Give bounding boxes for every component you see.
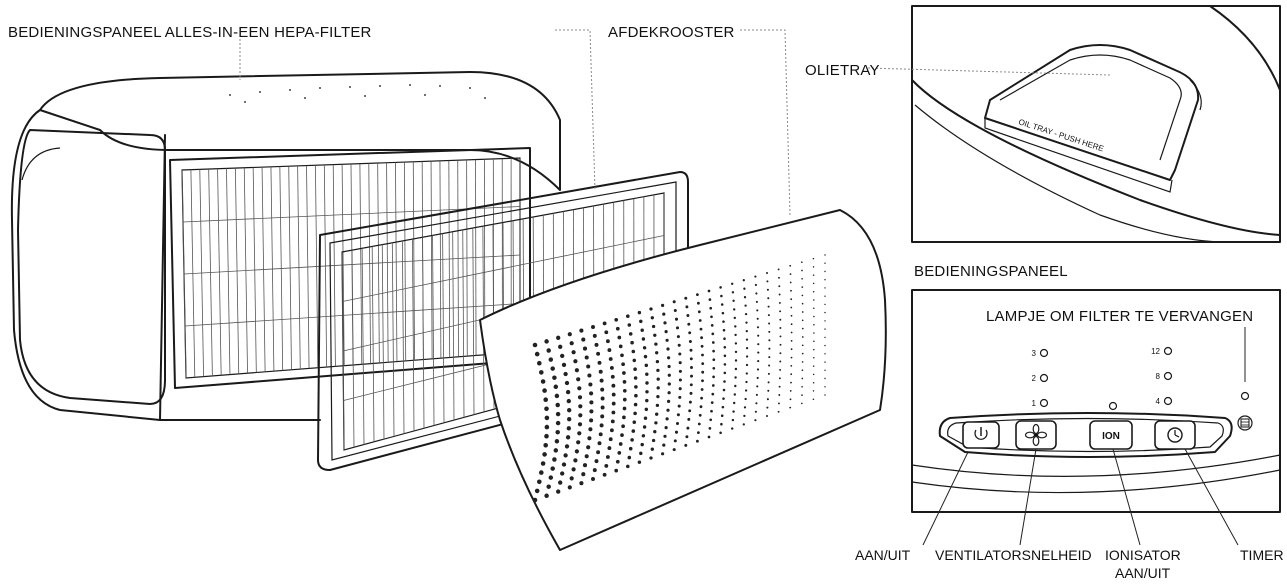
timer-level-label: 4 [1156, 397, 1161, 406]
control-panel-inset: LAMPJE OM FILTER TE VERVANGEN 3 2 1 12 8 4 [911, 289, 1281, 546]
label-timer: TIMER [1240, 547, 1284, 563]
power-icon [974, 427, 988, 440]
leader-grille-a [555, 29, 596, 191]
hepa-filter [169, 147, 531, 389]
speed-level-label: 3 [1032, 349, 1037, 358]
ion-button[interactable]: ION [1089, 420, 1133, 450]
timer-indicator-led [1163, 396, 1173, 406]
label-filter-light: LAMPJE OM FILTER TE VERVANGEN [986, 308, 1253, 325]
label-ionizer-1: IONISATOR [1105, 547, 1181, 563]
label-on-off: AAN/UIT [855, 547, 911, 563]
cover-grille [479, 209, 887, 551]
speed-indicator-led [1039, 348, 1049, 358]
label-ionizer-2: AAN/UIT [1115, 565, 1171, 581]
speed-indicator-led [1039, 373, 1049, 383]
fan-icon [1024, 423, 1048, 447]
timer-level-label: 12 [1151, 347, 1160, 356]
label-oil-tray: OLIETRAY [805, 62, 880, 79]
button-strip [938, 412, 1233, 458]
label-control-panel: BEDIENINGSPANEEL [914, 263, 1068, 280]
timer-level-label: 8 [1156, 372, 1161, 381]
purifier-housing [10, 71, 561, 421]
ion-indicator-led [1108, 401, 1118, 411]
ion-button-label: ION [1102, 431, 1120, 442]
label-control-panel-hepa: BEDIENINGSPANEEL ALLES-IN-EEN HEPA-FILTE… [8, 24, 372, 41]
filter-indicator-led [1240, 391, 1250, 401]
timer-indicator-led [1163, 371, 1173, 381]
speed-level-label: 2 [1032, 374, 1037, 383]
speed-level-label: 1 [1032, 399, 1037, 408]
speed-indicator-led [1039, 398, 1049, 408]
timer-indicator-led [1163, 346, 1173, 356]
filter-icon [1237, 415, 1253, 431]
leader-grille-b [740, 29, 791, 216]
fan-speed-button[interactable] [1015, 420, 1057, 450]
oil-tray-inset: OIL TRAY - PUSH HERE [867, 5, 1281, 243]
clock-icon [1167, 427, 1183, 443]
timer-button[interactable] [1154, 420, 1196, 450]
label-cover-grille: AFDEKROOSTER [608, 24, 735, 41]
power-button[interactable] [962, 421, 1000, 449]
label-fan-speed: VENTILATORSNELHEID [935, 547, 1092, 563]
